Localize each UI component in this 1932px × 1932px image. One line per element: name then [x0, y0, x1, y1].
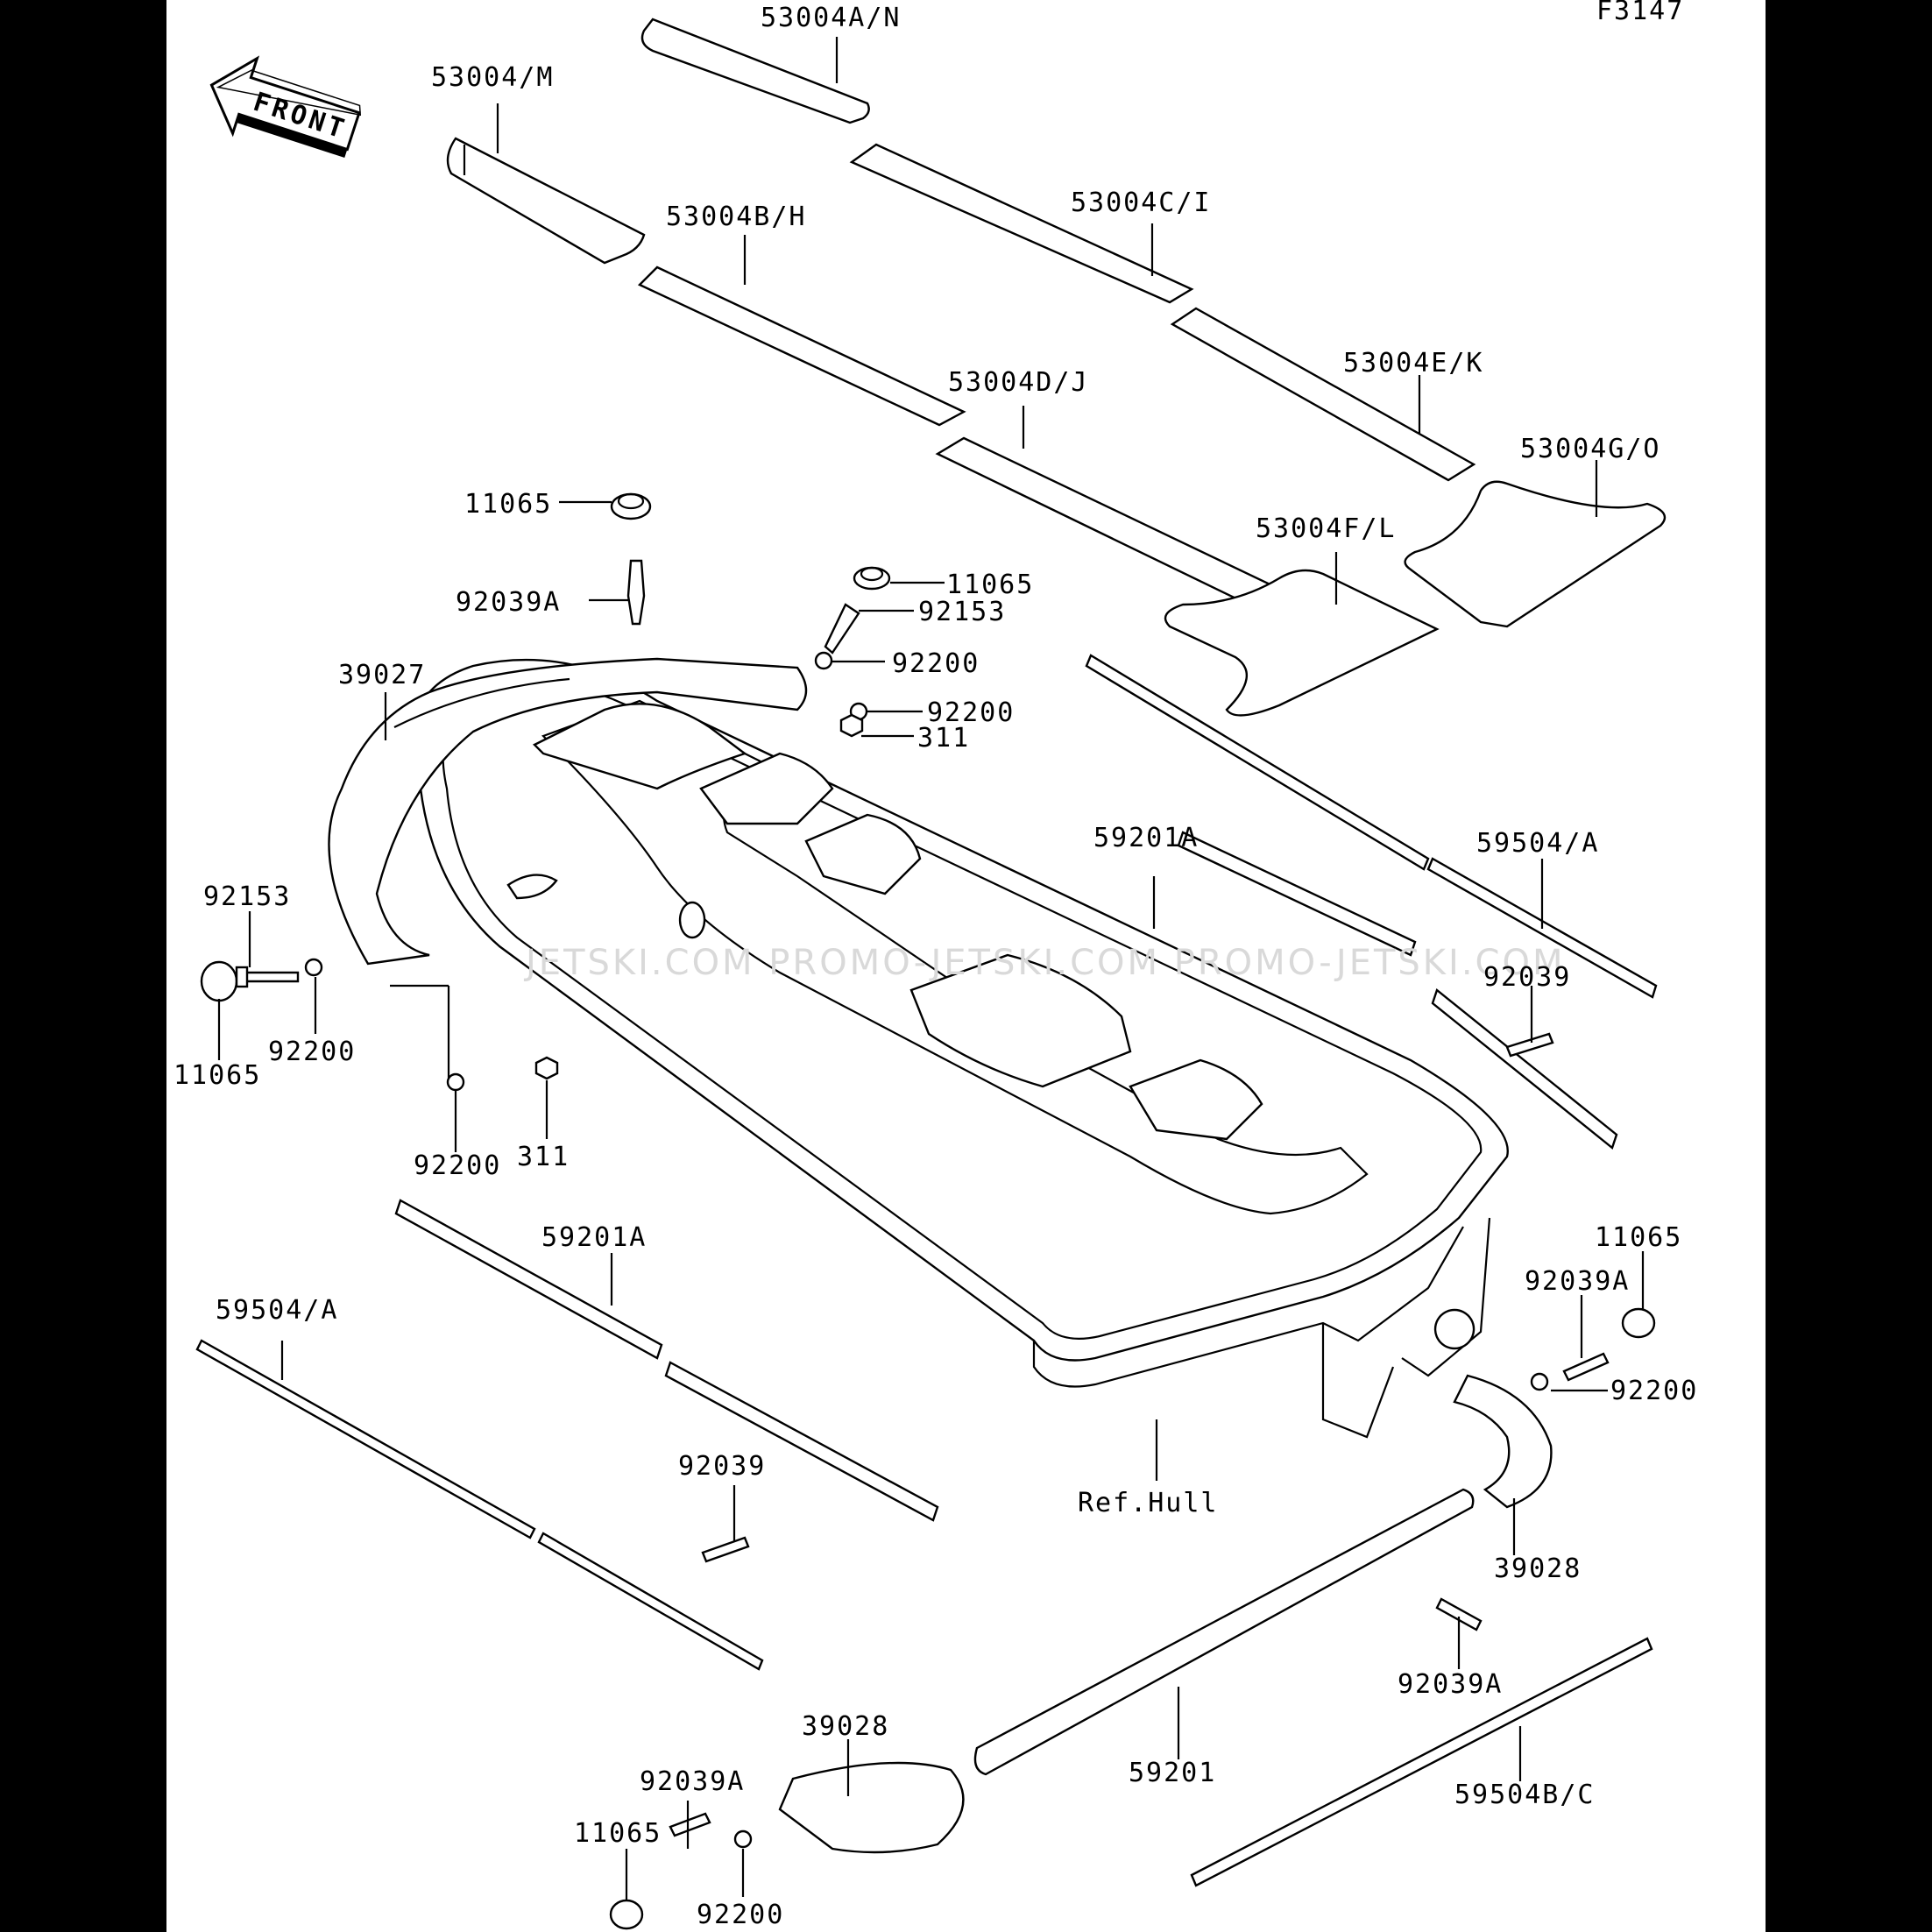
part-label: 92153	[203, 881, 291, 912]
mat-53004e	[1170, 307, 1476, 482]
nut-311-icon	[839, 713, 864, 738]
rivet-92039-icon	[701, 1536, 750, 1563]
rivet-92039a-icon	[626, 559, 646, 626]
part-label: 39027	[338, 660, 426, 690]
part-label: 59201A	[1093, 823, 1199, 853]
hull	[411, 658, 1509, 1439]
washer-92200-icon	[304, 958, 323, 977]
part-label: 92039A	[1525, 1266, 1630, 1297]
part-label: 53004A/N	[761, 3, 902, 33]
cap-11065-icon	[609, 1899, 644, 1930]
rivet-92039a-icon	[1435, 1597, 1483, 1631]
mat-53004g	[1404, 480, 1667, 628]
rivet-92039a-icon	[1562, 1352, 1610, 1382]
part-label: 53004D/J	[948, 367, 1089, 398]
bolt-92153-icon	[824, 603, 860, 655]
part-label: Ref.Hull	[1078, 1488, 1219, 1518]
part-label: 11065	[946, 570, 1034, 600]
part-label: 53004F/L	[1256, 513, 1397, 544]
part-label: 92153	[918, 597, 1006, 627]
rivet-92039-icon	[1505, 1032, 1554, 1058]
front-arrow-icon: FRONT	[209, 55, 362, 159]
part-label: 59201	[1129, 1758, 1216, 1788]
mat-53004b	[637, 265, 966, 427]
part-label: 59201A	[541, 1222, 647, 1253]
part-label: 92039A	[1398, 1669, 1503, 1700]
bolt-92153-icon	[235, 966, 300, 988]
part-label: 11065	[173, 1060, 261, 1091]
mat-53004a	[640, 18, 870, 124]
part-label: 92200	[1610, 1376, 1698, 1406]
parts-diagram: F3147 FRONT	[173, 0, 1698, 1930]
nut-311-icon	[534, 1056, 559, 1080]
part-label: 92039A	[456, 587, 561, 618]
rail-59201a-left	[394, 1199, 939, 1522]
washer-92200-icon	[733, 1829, 753, 1849]
washer-92200-icon	[814, 651, 833, 670]
part-label: 11065	[574, 1818, 662, 1849]
cap-11065-icon	[610, 492, 652, 520]
part-label: 92200	[414, 1150, 501, 1181]
part-label: 92039	[678, 1451, 766, 1482]
part-label: 59504/A	[1476, 828, 1599, 859]
part-label: 53004G/O	[1520, 434, 1661, 464]
part-label: 311	[517, 1142, 570, 1172]
part-label: 53004E/K	[1343, 348, 1484, 379]
bumper-39027	[328, 657, 808, 966]
part-label: 92200	[268, 1037, 356, 1067]
cap-11065-icon	[853, 566, 891, 591]
part-label: 92200	[697, 1900, 784, 1930]
part-label: 53004B/H	[666, 202, 807, 232]
part-label: 92039	[1483, 962, 1571, 993]
part-label: 39028	[802, 1711, 889, 1742]
part-label: 92200	[927, 697, 1015, 728]
part-label: 92039A	[640, 1766, 745, 1797]
part-label: 59504B/C	[1454, 1780, 1596, 1810]
rivet-92039a-icon	[669, 1812, 711, 1837]
leader-lines	[217, 37, 1645, 1900]
part-label: 39028	[1494, 1553, 1582, 1584]
rail-59504a-left	[195, 1339, 764, 1671]
mat-53004m	[446, 137, 646, 265]
diagram-panel: F3147 FRONT	[166, 0, 1766, 1932]
bumper-39028-bottom	[778, 1761, 965, 1854]
washer-92200-icon	[446, 1072, 465, 1092]
rail-59201a-right	[1177, 831, 1618, 1150]
part-label: 11065	[1595, 1222, 1682, 1253]
part-label: 311	[917, 723, 970, 754]
cap-11065-icon	[200, 960, 238, 1002]
part-label: 59504/A	[216, 1295, 338, 1326]
bumper-39028-right	[1453, 1374, 1553, 1509]
rail-59201-lower	[973, 1488, 1475, 1776]
rail-59504bc	[1190, 1637, 1653, 1887]
part-label: 11065	[464, 489, 552, 520]
mat-53004f	[1164, 569, 1440, 717]
part-label: 53004C/I	[1071, 188, 1212, 218]
washer-92200-icon	[1530, 1372, 1549, 1391]
cap-11065-icon	[1621, 1307, 1656, 1339]
watermark: JETSKI.COM PROMO-JETSKI.COM PROMO-JETSKI…	[523, 943, 1565, 983]
mat-53004c	[849, 143, 1194, 304]
figure-code: F3147	[1596, 0, 1684, 26]
part-label: 92200	[892, 648, 980, 679]
part-label: 53004/M	[431, 62, 554, 93]
